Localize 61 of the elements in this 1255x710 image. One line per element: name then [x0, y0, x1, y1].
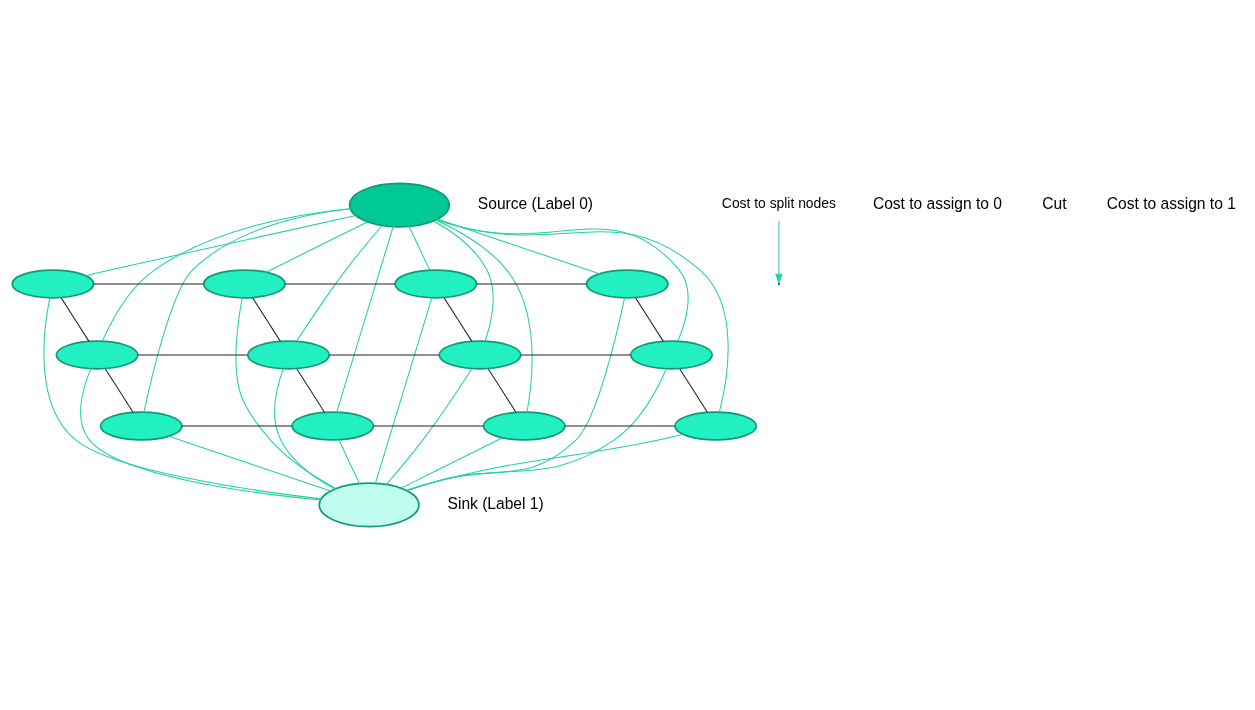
connector: [435, 219, 533, 413]
connector: [235, 297, 337, 490]
connector: [432, 220, 494, 342]
connector: [137, 354, 249, 356]
connector: [338, 439, 360, 485]
connector: [284, 283, 396, 285]
connector: [405, 434, 684, 491]
node-ellipse: [348, 182, 451, 228]
connector: [296, 225, 383, 342]
connector: [274, 368, 336, 490]
connector: [408, 226, 431, 271]
connector: [93, 283, 204, 285]
connector: [385, 368, 473, 485]
connector: [168, 435, 332, 492]
label: Cut: [1042, 194, 1067, 212]
connector: [80, 368, 321, 501]
connector: [406, 368, 667, 491]
node-ellipse: [585, 269, 669, 299]
connector: [374, 297, 433, 484]
connector: [336, 226, 394, 413]
node-ellipse: [629, 340, 714, 370]
connector: [43, 297, 322, 500]
connector: [60, 297, 90, 342]
arrow: [775, 220, 783, 285]
node-ellipse: [394, 269, 478, 299]
node-ellipse: [55, 340, 139, 370]
node-ellipse: [291, 411, 375, 441]
connector: [635, 297, 664, 342]
connector: [437, 218, 600, 275]
node-ellipse: [246, 340, 331, 370]
connector: [436, 219, 689, 342]
connector: [143, 208, 351, 413]
connector: [328, 354, 440, 356]
node-ellipse: [11, 269, 95, 299]
connector: [85, 215, 357, 277]
connector: [476, 283, 587, 285]
label: Cost to assign to 0: [872, 194, 1002, 212]
node-ellipse: [438, 340, 522, 370]
node-label: Sink (Label 1): [447, 494, 544, 512]
connector: [436, 219, 729, 413]
node-ellipse: [318, 482, 420, 528]
label: Cost to assign to 1: [1106, 194, 1236, 212]
connector: [443, 297, 473, 342]
node-text: Cost to split nodes: [721, 195, 836, 212]
node-ellipse: [482, 411, 566, 441]
connector: [487, 368, 517, 413]
node-ellipse: [674, 411, 758, 441]
connector: [252, 297, 281, 342]
connector: [520, 354, 632, 356]
connector: [296, 368, 326, 413]
node-ellipse: [202, 269, 286, 299]
connector: [679, 368, 709, 413]
node-label: Source (Label 0): [477, 194, 594, 212]
node-ellipse: [99, 411, 183, 441]
connector: [104, 368, 134, 413]
connector: [400, 437, 503, 489]
connector: [406, 297, 626, 492]
connector: [564, 425, 676, 427]
connector: [265, 221, 368, 273]
connector: [372, 425, 484, 427]
connector: [181, 425, 293, 427]
